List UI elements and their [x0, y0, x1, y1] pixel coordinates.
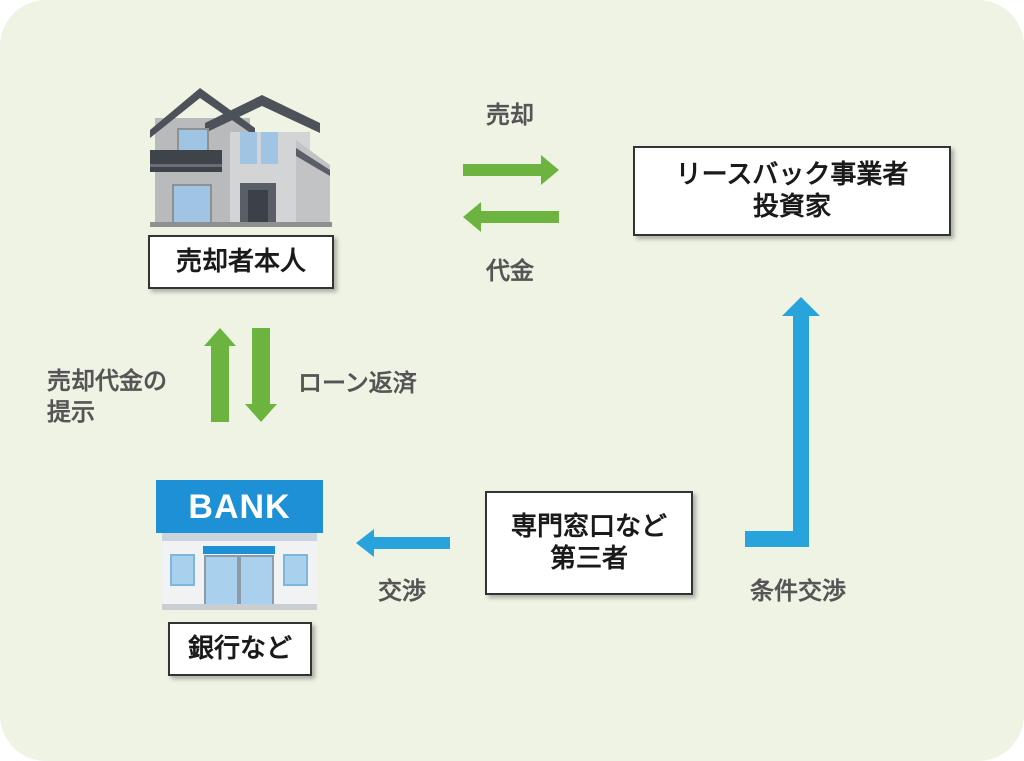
repay-arrow [245, 328, 277, 422]
seller-box: 売却者本人 [148, 235, 334, 289]
seller-label: 売却者本人 [175, 246, 306, 277]
leaseback-label-line2: 投資家 [752, 192, 831, 222]
present-arrow [204, 328, 236, 422]
condition-negotiate-label: 条件交渉 [750, 577, 846, 605]
payment-arrow [463, 202, 559, 232]
bank-box: 銀行など [168, 622, 312, 676]
bank-sign [156, 480, 323, 533]
leaseback-label-line1: リースバック事業者 [675, 159, 909, 190]
sale-arrow [463, 155, 559, 185]
third-party-box: 専門窓口など 第三者 [485, 491, 693, 595]
negotiate-label: 交渉 [378, 577, 426, 605]
present-label: 売却代金の 提示 [47, 366, 167, 428]
negotiate-arrow [356, 529, 450, 557]
condition-arrow [745, 297, 820, 547]
third-party-label-line1: 専門窓口など [510, 511, 667, 542]
bank-label: 銀行など [187, 633, 292, 664]
loan-repay-label: ローン返済 [298, 369, 417, 397]
present-label-line2: 提示 [47, 398, 95, 427]
bank-sign-text: BANK [188, 487, 291, 526]
present-label-line1: 売却代金の [47, 367, 167, 395]
payment-label: 代金 [486, 257, 534, 285]
third-party-label-line2: 第三者 [549, 544, 628, 574]
sale-label: 売却 [486, 101, 534, 129]
leaseback-box: リースバック事業者 投資家 [633, 146, 951, 236]
